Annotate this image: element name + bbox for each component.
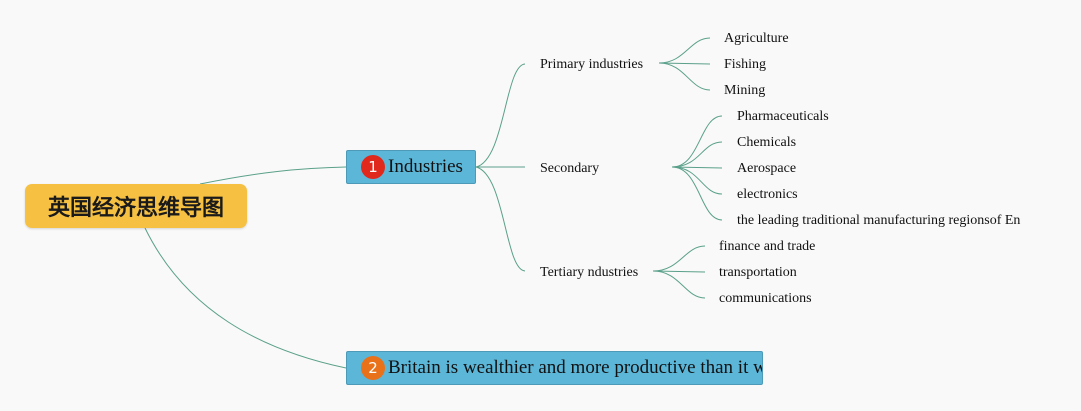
connector-tertiary-transportation bbox=[652, 270, 706, 273]
leaf-electronics[interactable]: electronics bbox=[737, 187, 798, 202]
branch-britain-wealthier[interactable]: 2 Britain is wealthier and more producti… bbox=[346, 351, 763, 385]
connector-primary-mining bbox=[658, 62, 711, 91]
leaf-communications[interactable]: communications bbox=[719, 291, 812, 306]
connector-tertiary-finance bbox=[652, 245, 706, 272]
leaf-aerospace[interactable]: Aerospace bbox=[737, 161, 797, 176]
leaf-pharmaceuticals[interactable]: Pharmaceuticals bbox=[737, 109, 829, 124]
connector-secondary-leading-regions bbox=[671, 166, 723, 221]
connector-primary-agriculture bbox=[658, 37, 711, 64]
priority-2-badge: 2 bbox=[361, 356, 385, 380]
leaf-mining[interactable]: Mining bbox=[724, 83, 766, 98]
leaf-fishing[interactable]: Fishing bbox=[724, 57, 767, 72]
priority-1-badge: 1 bbox=[361, 155, 385, 179]
subtopic-secondary[interactable]: Secondary bbox=[540, 161, 600, 176]
leaf-finance-and-trade[interactable]: finance and trade bbox=[719, 239, 816, 254]
branch-britain-wealthier-label: Britain is wealthier and more productive… bbox=[388, 357, 763, 378]
subtopic-primary-industries[interactable]: Primary industries bbox=[540, 57, 644, 72]
leaf-agriculture[interactable]: Agriculture bbox=[724, 31, 789, 46]
branch-industries[interactable]: 1 Industries bbox=[346, 150, 476, 184]
branch-industries-label: Industries bbox=[388, 156, 463, 177]
leaf-transportation[interactable]: transportation bbox=[719, 265, 797, 280]
connector-secondary-aerospace bbox=[671, 166, 723, 169]
leaf-leading-manufacturing-regions[interactable]: the leading traditional manufacturing re… bbox=[737, 213, 1021, 228]
connector-secondary-chemicals bbox=[671, 141, 723, 168]
leaf-chemicals[interactable]: Chemicals bbox=[737, 135, 797, 150]
connector-tertiary-communications bbox=[652, 270, 706, 299]
connector-secondary-pharmaceuticals bbox=[671, 115, 723, 168]
connector-industries-primary bbox=[475, 63, 526, 168]
connector-primary-fishing bbox=[658, 62, 711, 65]
connector-industries-tertiary bbox=[475, 166, 526, 272]
connector-root-britain bbox=[144, 227, 347, 369]
root-topic[interactable]: 英国经济思维导图 bbox=[25, 184, 247, 228]
connector-root-industries bbox=[199, 166, 347, 185]
subtopic-tertiary-industries[interactable]: Tertiary ndustries bbox=[540, 265, 639, 280]
